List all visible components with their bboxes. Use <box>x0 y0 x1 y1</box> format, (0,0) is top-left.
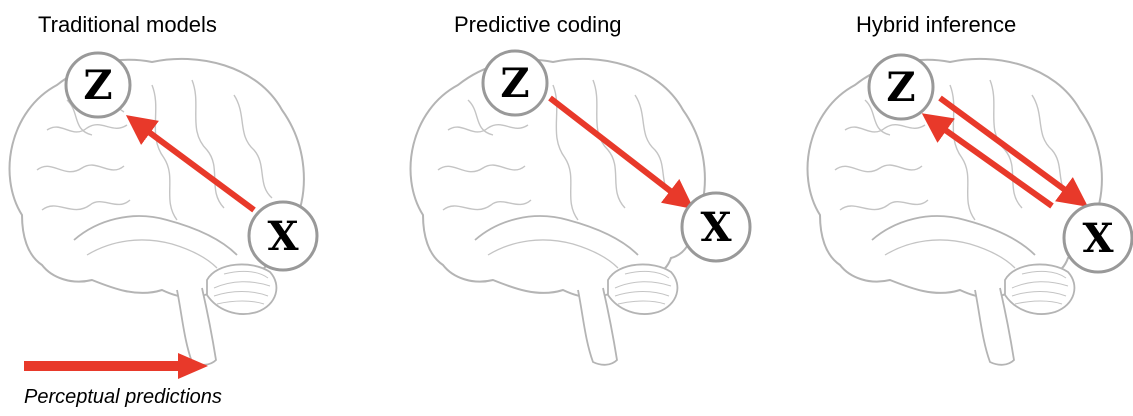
latent-node-z <box>64 51 132 119</box>
latent-node-z <box>481 49 549 117</box>
arrow-x-to-z <box>921 113 1054 209</box>
legend-arrow-shaft <box>24 361 180 371</box>
latent-label: Z <box>886 64 915 111</box>
arrow-x-to-z <box>125 115 256 213</box>
panel-title-hybrid-inference: Hybrid inference <box>856 12 1017 37</box>
observed-label: X <box>1082 215 1113 262</box>
panel-title-predictive-coding: Predictive coding <box>454 12 622 37</box>
latent-label: Z <box>83 62 112 109</box>
brain-outline-icon <box>806 57 1103 366</box>
observed-node-x <box>247 200 319 272</box>
latent-label: Z <box>500 60 529 107</box>
observed-node-x <box>1062 202 1133 274</box>
panel-hybrid-inference: Z X <box>806 53 1133 366</box>
observed-label: X <box>700 204 731 251</box>
arrow-z-to-x <box>548 95 694 210</box>
observed-node-x <box>680 191 752 263</box>
panel-traditional-models: Z X <box>8 51 319 366</box>
arrow-z-to-x <box>938 95 1089 207</box>
panel-title-traditional-models: Traditional models <box>38 12 217 37</box>
legend-label: Perceptual predictions <box>24 386 222 408</box>
latent-node-z <box>867 53 935 121</box>
observed-label: X <box>267 213 298 260</box>
legend-arrow-head <box>178 353 208 379</box>
panel-predictive-coding: Z X <box>409 49 752 366</box>
legend <box>24 353 208 379</box>
